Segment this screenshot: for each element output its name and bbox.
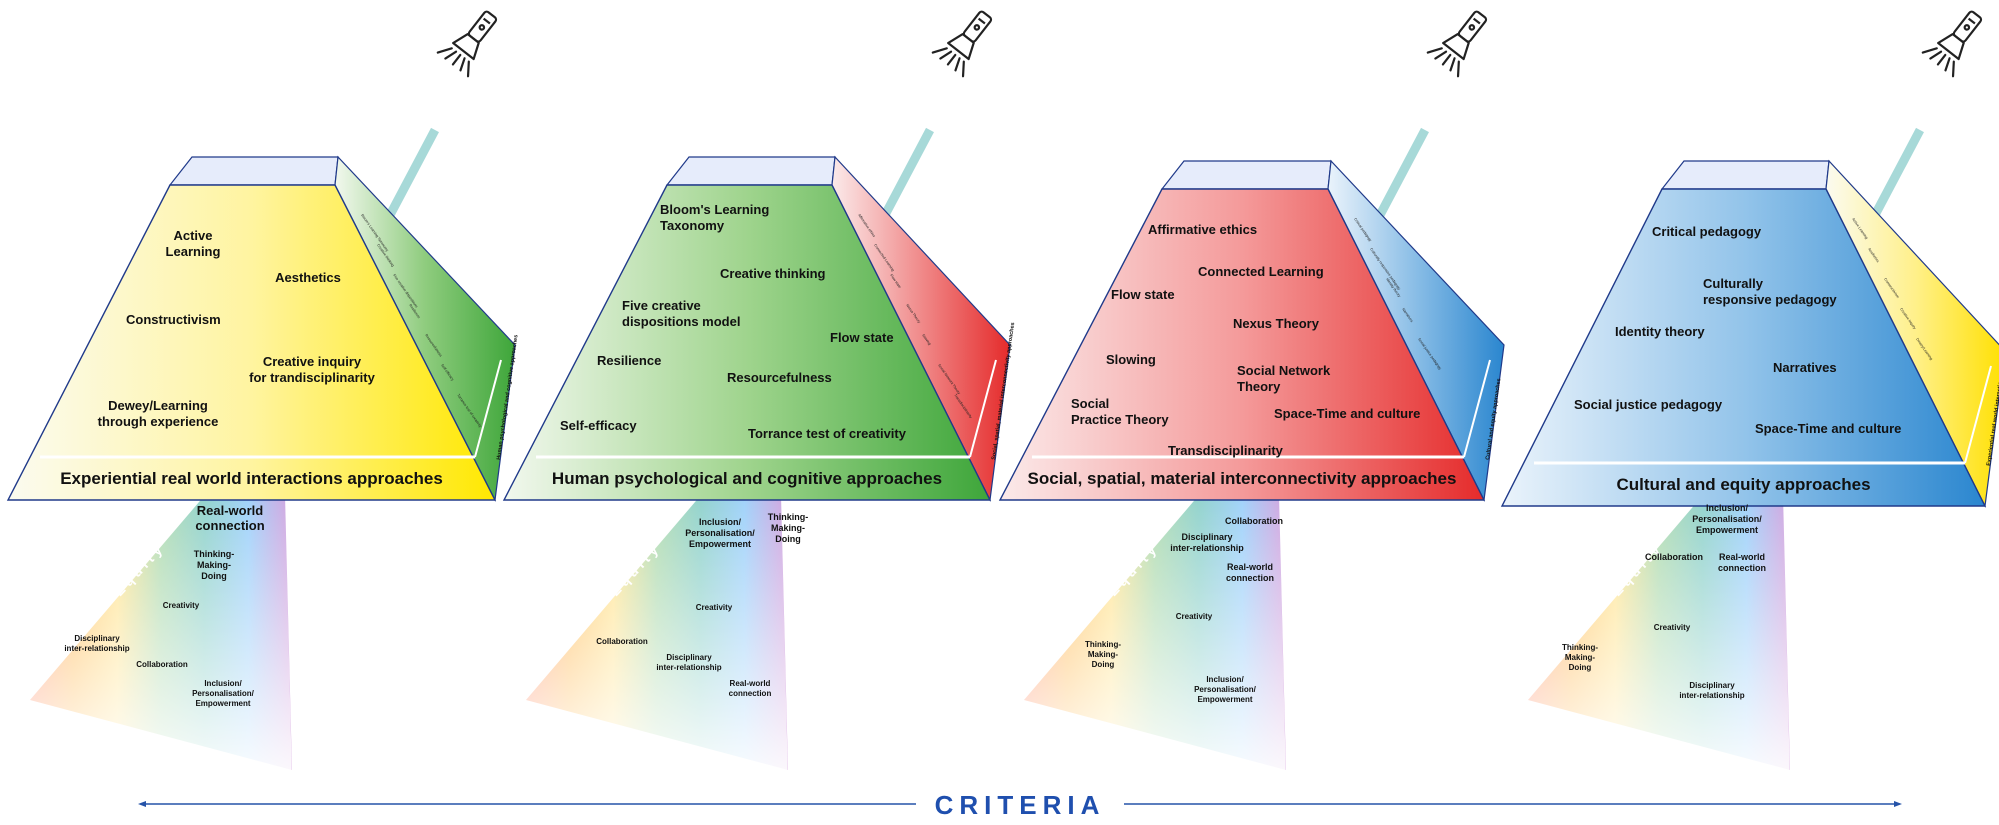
concept-label: Flow state [1111,287,1175,302]
concept-label: Torrance test of creativity [748,426,907,441]
side-concept-label: Slowing [921,333,932,346]
concept-label: Space-Time and culture [1755,421,1901,436]
pyramid-top-face [665,156,836,186]
panel-title: Human psychological and cognitive approa… [552,469,942,488]
concept-label: Constructivism [126,312,221,327]
panels-layer: Experiential real world interactions app… [6,10,1999,780]
criteria-label: Creativity [1176,612,1213,621]
criteria-label: Thinking-Making-Doing [1085,640,1121,669]
concept-label: Slowing [1106,352,1156,367]
concept-label: Creative thinking [720,266,826,281]
flashlight-icon [436,10,498,78]
criteria-label: Inclusion/Personalisation/Empowerment [1194,675,1257,704]
concept-label: Space-Time and culture [1274,406,1420,421]
criteria-label: Thinking-Making-Doing [768,512,809,544]
panel-1: Experiential real world interactions app… [6,10,520,780]
side-band-line [474,359,502,458]
criteria-label: Inclusion/Personalisation/Empowerment [685,517,755,549]
side-band-line [1463,359,1491,458]
pyramid-top-face [1660,160,1830,190]
criteria-label: Inclusion/Personalisation/Empowerment [1692,503,1762,535]
criteria-label: Collaboration [136,660,188,669]
panel-2: Human psychological and cognitive approa… [502,10,1016,780]
criteria-label: Collaboration [1645,552,1703,562]
criteria-beam-fade [1518,495,1790,780]
concept-label: Critical pedagogy [1652,224,1762,239]
panel-title: Cultural and equity approaches [1616,475,1870,494]
pyramid-front-face [1500,188,1987,507]
criteria-arrow-left [138,801,146,807]
concept-label: Affirmative ethics [1148,222,1257,237]
panel-3: Social, spatial, material interconnectiv… [998,10,1505,780]
concept-label: Flow state [830,330,894,345]
criteria-label: Collaboration [596,637,648,646]
flashlight-beam [1871,127,1924,218]
panel-title: Social, spatial, material interconnectiv… [1028,469,1457,488]
flashlight-icon [931,10,993,78]
flashlight-beam [881,127,934,218]
flashlight-icon [1426,10,1488,78]
pyramid-front-face [6,184,497,501]
concept-label: Aesthetics [275,270,341,285]
pyramid-front-face [998,188,1486,501]
panel-title: Experiential real world interactions app… [60,469,443,488]
criteria-footer: CRITERIA [138,790,1902,820]
pyramid-top-face [1160,160,1332,190]
concept-label: Identity theory [1615,324,1705,339]
criteria-label: Thinking-Making-Doing [194,549,235,581]
flashlight-beam [1376,127,1429,218]
criteria-label: Thinking-Making-Doing [1562,643,1598,672]
criteria-label: Creativity [1654,623,1691,632]
criteria-label: Creativity [696,603,733,612]
concept-label: Narratives [1773,360,1837,375]
concept-label: Nexus Theory [1233,316,1320,331]
criteria-beam-fade [20,495,292,780]
concept-label: Self-efficacy [560,418,637,433]
criteria-beam-fade [516,495,788,780]
criteria-label: Creativity [163,601,200,610]
concept-label: Connected Learning [1198,264,1324,279]
side-band-line [969,359,997,458]
pyramid-top-face [168,156,339,186]
criteria-arrow-right [1894,801,1902,807]
panel-4: Cultural and equity approaches Critical p… [1500,10,1999,780]
criteria-label: Collaboration [1225,516,1283,526]
side-band-line [1964,365,1992,464]
criteria-label: Inclusion/Personalisation/Empowerment [192,679,255,708]
flashlight-icon [1921,10,1983,78]
pyramid-front-face [502,184,992,501]
concept-label: Resourcefulness [727,370,832,385]
concept-label: Social justice pedagogy [1574,397,1723,412]
criteria-beam-fade [1014,495,1286,780]
flashlight-beam [386,127,439,218]
concept-label: Transdisciplinarity [1168,443,1284,458]
concept-label: Resilience [597,353,661,368]
criteria-label: CRITERIA [935,790,1106,820]
